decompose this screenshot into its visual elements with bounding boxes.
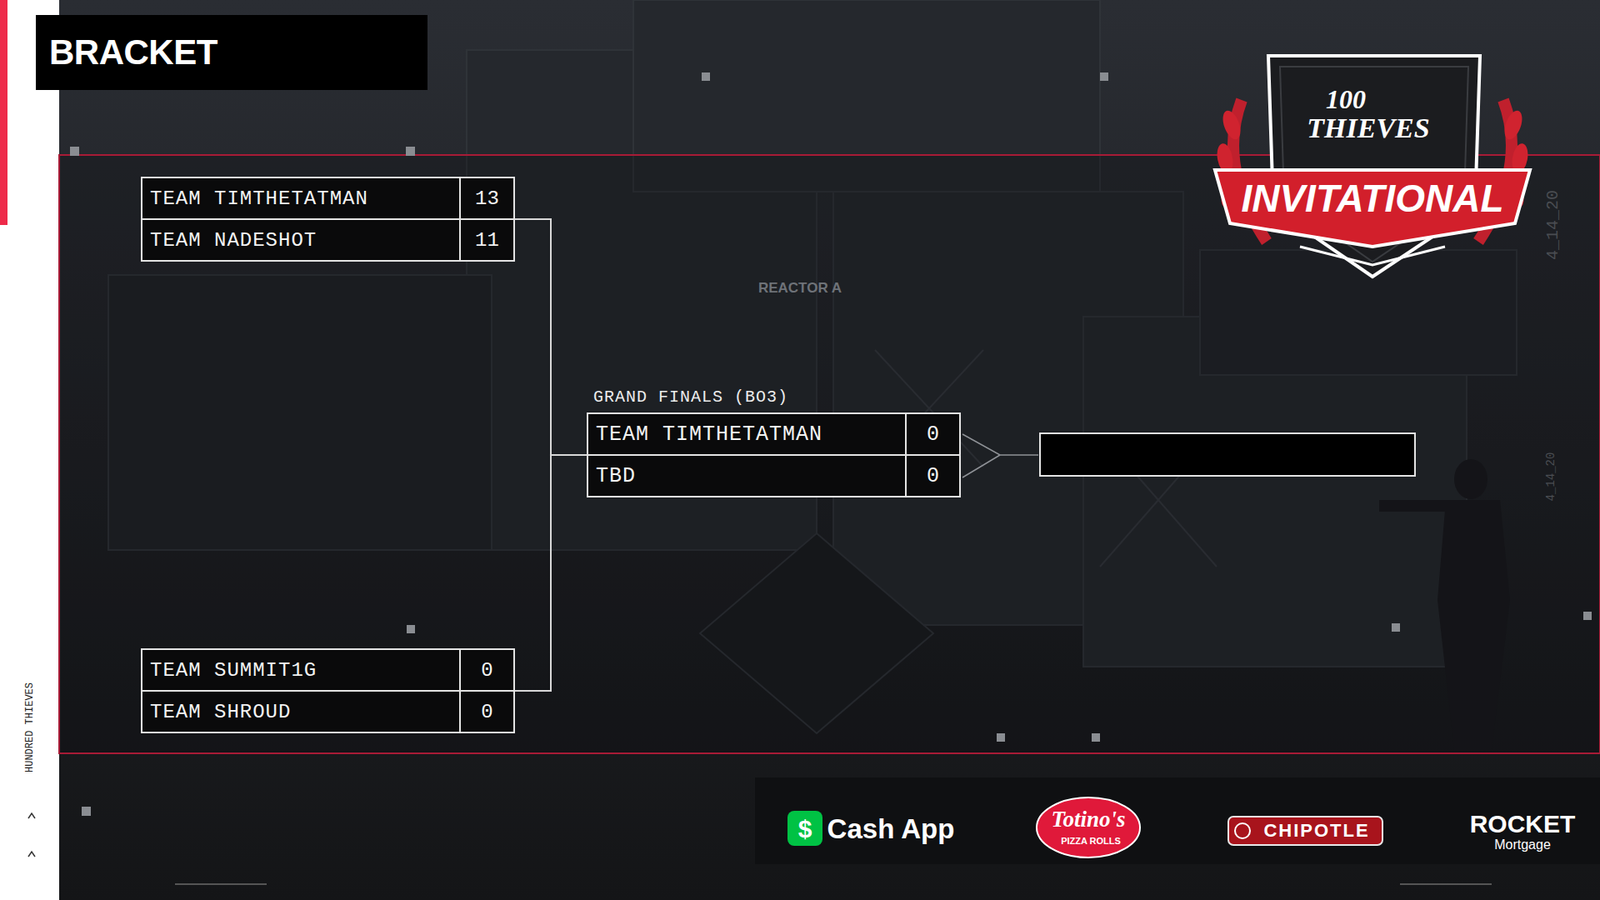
match-row: TEAM TIMTHETATMAN0 — [586, 412, 961, 456]
team-name: TBD — [588, 455, 905, 496]
team-score: 11 — [459, 220, 514, 260]
team-score: 13 — [459, 178, 514, 219]
team-score: 0 — [905, 414, 960, 455]
grand-finals-group: GRAND FINALS (BO3)TEAM TIMTHETATMAN0TBD0 — [586, 388, 961, 500]
round-heading: GRAND FINALS (BO3) — [586, 388, 961, 410]
totinos-badge — [1036, 797, 1140, 858]
match-row: TEAM SHROUD0 — [140, 690, 515, 734]
chipotle-icon — [1235, 823, 1250, 839]
team-name: TEAM TIMTHETATMAN — [142, 178, 460, 219]
bracket-connector — [515, 219, 587, 455]
sponsor-name: CHIPOTLE — [1263, 820, 1370, 841]
corner-marks — [70, 72, 1592, 816]
side-brand: HUNDRED THIEVES — [25, 682, 36, 773]
logo-text: THIEVES — [1306, 112, 1430, 144]
cashapp-symbol: $ — [798, 815, 813, 843]
date-watermark: 4_14_20 — [1544, 190, 1563, 260]
title-bar: BRACKET — [35, 15, 428, 90]
cashapp-icon — [787, 810, 823, 846]
winner-box — [1040, 433, 1415, 476]
match-row: TEAM TIMTHETATMAN13 — [140, 176, 515, 220]
date-watermark: 4_14_20 — [1545, 452, 1558, 502]
team-name: TEAM TIMTHETATMAN — [588, 414, 905, 455]
team-name: TEAM SUMMIT1G — [142, 650, 460, 690]
sponsor-band — [755, 777, 1600, 865]
title-text: BRACKET — [35, 32, 218, 73]
sponsor-name: Totino's — [1050, 807, 1125, 833]
sponsor-name: ROCKET — [1470, 810, 1576, 838]
chevron-mark — [28, 813, 35, 857]
team-name: TEAM NADESHOT — [142, 220, 460, 260]
chipotle-badge — [1228, 816, 1383, 845]
match-row: TBD0 — [586, 454, 961, 498]
sponsor-tagline: PIZZA ROLLS — [1060, 835, 1121, 846]
sponsor-tagline: Mortgage — [1494, 837, 1551, 853]
scroll-mark — [1400, 883, 1492, 885]
invitational-logo — [1215, 55, 1530, 277]
accent-bar — [0, 0, 8, 225]
team-name: TEAM SHROUD — [142, 691, 460, 732]
result-link — [962, 434, 1039, 478]
side-strip — [0, 0, 60, 900]
match-row: TEAM NADESHOT11 — [140, 218, 515, 262]
bracket-panel — [59, 155, 1600, 754]
logo-text: 100 — [1325, 85, 1366, 115]
logo-banner-text: INVITATIONAL — [1240, 177, 1504, 220]
bracket-connector — [515, 455, 587, 691]
bracket-connector — [515, 219, 587, 455]
sponsor-name: Cash App — [827, 814, 955, 845]
scroll-mark — [175, 883, 267, 885]
team-score: 0 — [905, 455, 960, 496]
scene-sign: REACTOR A — [758, 280, 842, 297]
team-score: 0 — [459, 650, 514, 690]
bracket-connector — [515, 455, 587, 691]
team-score: 0 — [459, 691, 514, 732]
match-row: TEAM SUMMIT1G0 — [140, 648, 515, 692]
